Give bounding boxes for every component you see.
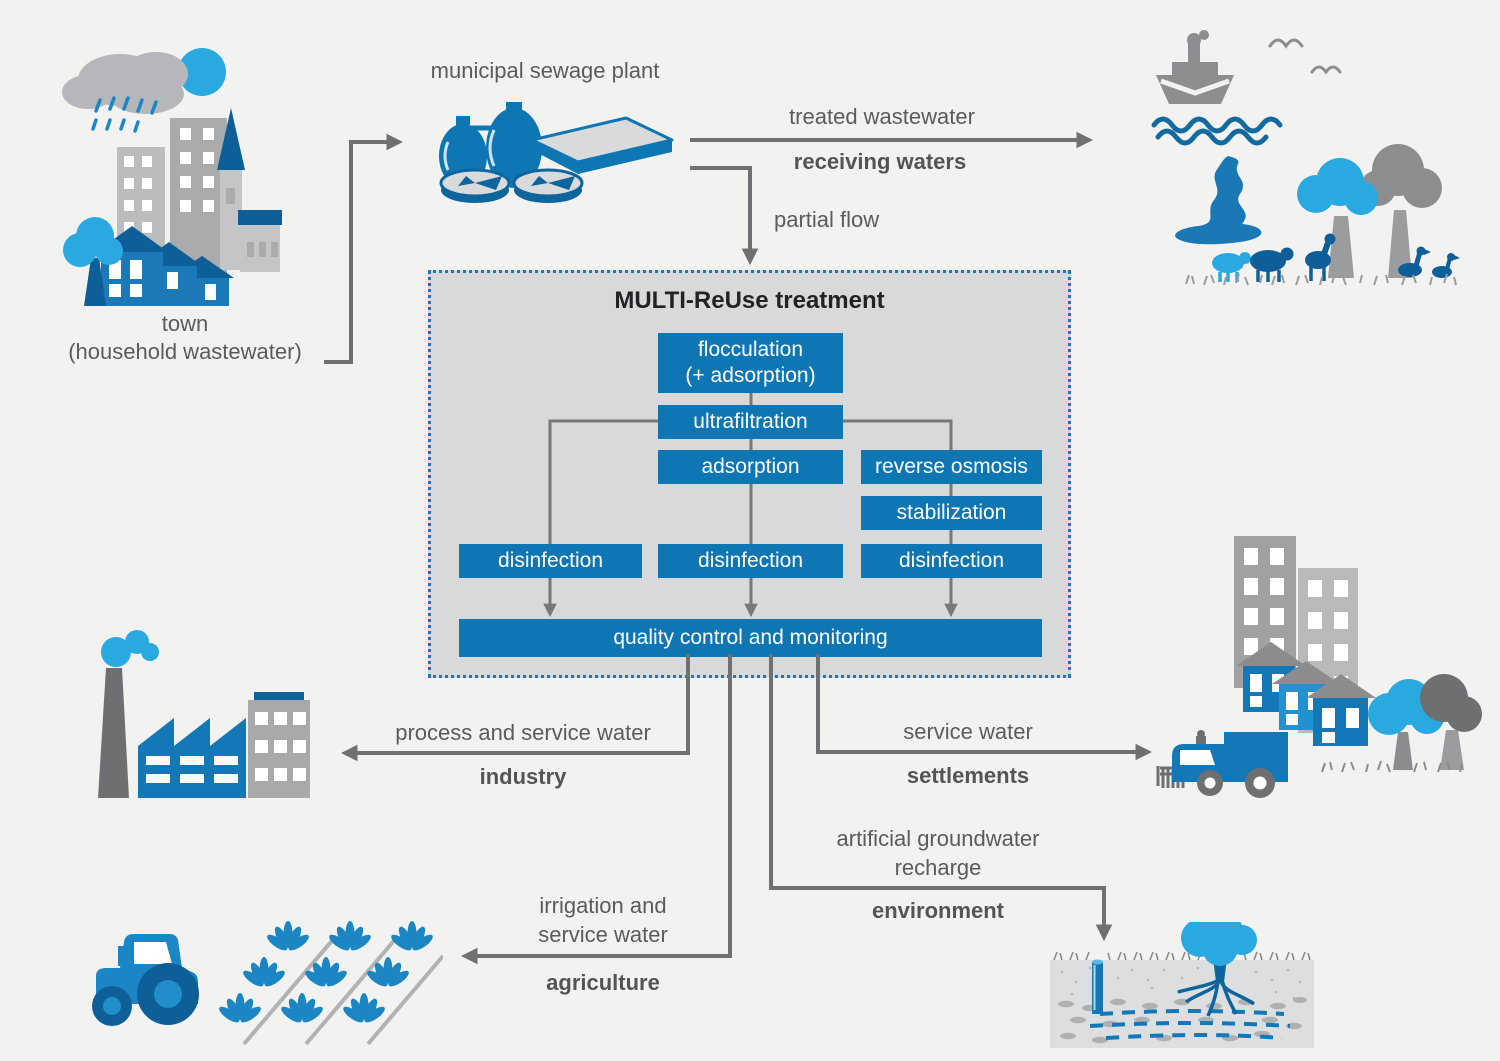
sewage-plant-illustration xyxy=(439,102,674,203)
step-flocculation: flocculation (+ adsorption) xyxy=(658,333,843,393)
step-reverse-osmosis: reverse osmosis xyxy=(861,450,1042,484)
environment-arrow xyxy=(769,654,1113,942)
factory-illustration xyxy=(98,630,310,798)
blue-tree-icon xyxy=(1297,158,1378,278)
rain-cloud-icon xyxy=(62,52,188,114)
grass-icon xyxy=(1053,951,1311,961)
receiving-waters-illustration xyxy=(1151,30,1460,286)
step-ultrafiltration: ultrafiltration xyxy=(658,405,843,439)
step-disinfection-left: disinfection xyxy=(459,544,642,578)
grass-icon xyxy=(1321,760,1463,773)
soil-speckle xyxy=(1060,966,1302,1000)
chimney-icon xyxy=(98,668,129,798)
well-pipe-icon xyxy=(1092,959,1103,1014)
settlements-flow-label: service water xyxy=(903,719,1033,744)
office-building-icon xyxy=(248,692,310,798)
basin-slab-icon xyxy=(530,116,674,174)
gray-tree-icon xyxy=(1420,674,1482,770)
tractor-field-illustration xyxy=(92,921,443,1046)
receiving-waters-label: receiving waters xyxy=(793,149,967,174)
step-disinfection-right: disinfection xyxy=(861,544,1042,578)
houses-icon xyxy=(1236,642,1376,746)
treatment-title: MULTI-ReUse treatment xyxy=(614,287,885,314)
treated-wastewater-label: treated wastewater xyxy=(789,104,975,129)
grass-icon xyxy=(1185,273,1457,286)
town-label-line1: town xyxy=(161,311,209,336)
town-label-line2: (household wastewater) xyxy=(68,339,302,364)
blue-tree-icon xyxy=(1368,679,1444,770)
factory-building-icon xyxy=(138,718,246,798)
treatment-panel: MULTI-ReUse treatment flocculation (+ ad… xyxy=(428,270,1071,678)
settlements-target-label: settlements xyxy=(906,763,1030,788)
agriculture-target-label: agriculture xyxy=(546,970,660,995)
groundwater-recharge-illustration xyxy=(1050,922,1314,1048)
environment-flow-label-line2: recharge xyxy=(894,855,982,880)
partial-flow-label: partial flow xyxy=(774,207,880,232)
tree-icon xyxy=(63,217,123,306)
recharge-tree-icon xyxy=(1177,922,1257,1017)
river-icon xyxy=(1175,156,1262,245)
industry-target-label: industry xyxy=(479,764,567,789)
sweeper-truck-icon xyxy=(1156,730,1288,798)
plant-label: municipal sewage plant xyxy=(430,58,660,83)
groundwater-icon xyxy=(1089,1009,1291,1040)
church-icon xyxy=(217,108,282,272)
ship-icon xyxy=(1156,30,1234,104)
apartment-building-left xyxy=(1234,536,1296,688)
step-stabilization: stabilization xyxy=(861,496,1042,530)
tractor-icon xyxy=(92,934,199,1026)
step-disinfection-center: disinfection xyxy=(658,544,843,578)
step-quality-control: quality control and monitoring xyxy=(459,619,1042,657)
town-illustration xyxy=(62,48,282,306)
industry-flow-label: process and service water xyxy=(395,720,651,745)
agriculture-flow-label-line1: irrigation and xyxy=(539,893,667,918)
sheep-icons xyxy=(1212,233,1336,282)
settlements-illustration xyxy=(1156,536,1482,798)
smoke-icon xyxy=(101,630,159,667)
birds-icon xyxy=(1268,38,1342,75)
waves-icon xyxy=(1151,116,1283,146)
partial-flow-arrow xyxy=(690,166,759,266)
environment-flow-label-line1: artificial groundwater xyxy=(836,826,1040,851)
gray-tree-icon xyxy=(1360,144,1442,278)
sun-icon xyxy=(178,48,226,96)
ducks-icon xyxy=(1398,246,1460,278)
agriculture-flow-label-line2: service water xyxy=(538,922,668,947)
step-adsorption: adsorption xyxy=(658,450,843,484)
clarifier-tanks-icon xyxy=(439,168,584,203)
rain-icon xyxy=(91,96,158,133)
environment-target-label: environment xyxy=(871,898,1005,923)
crop-rows-icon xyxy=(216,921,443,1046)
